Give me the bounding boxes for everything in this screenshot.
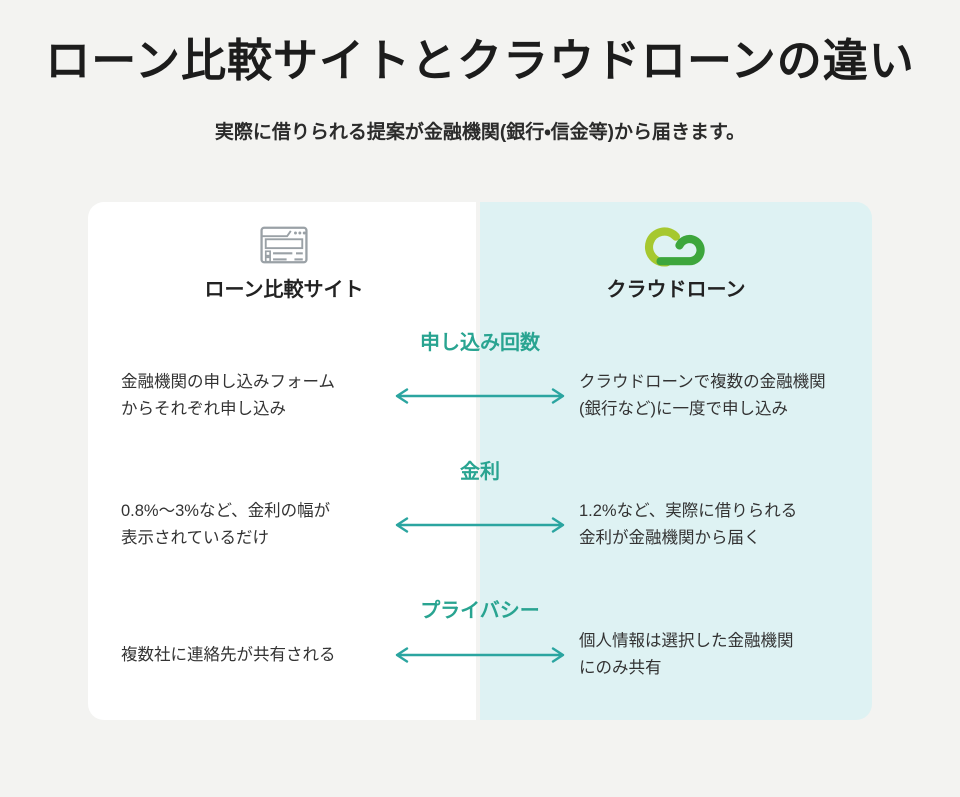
section-application-count: 申し込み回数 金融機関の申し込みフォーム からそれぞれ申し込み クラウドローンで… xyxy=(88,330,872,423)
right-cell: クラウドローンで複数の金融機関 (銀行など)に一度で申し込み xyxy=(579,373,826,419)
right-column-label: クラウドローン xyxy=(606,279,746,302)
double-arrow-icon xyxy=(385,516,575,534)
section-heading: プライバシー xyxy=(420,600,540,623)
left-cell: 金融機関の申し込みフォーム からそれぞれ申し込み xyxy=(121,373,336,419)
page-title: ローン比較サイトとクラウドローンの違い xyxy=(45,35,915,86)
comparison-content: ローン比較サイト クラウドローン 申し込み回数 金融機関の申し込みフォーム から… xyxy=(88,202,872,682)
right-cell: 1.2%など、実際に借りられる 金利が金融機関から届く xyxy=(579,502,798,548)
section-row: 0.8%〜3%など、金利の幅が 表示されているだけ 1.2%など、実際に借りられ… xyxy=(88,498,872,552)
left-cell: 0.8%〜3%など、金利の幅が 表示されているだけ xyxy=(121,502,331,548)
right-panel-background xyxy=(480,202,872,721)
column-headers: ローン比較サイト クラウドローン xyxy=(88,222,872,304)
section-heading: 申し込み回数 xyxy=(420,332,540,355)
column-header-crowdloan: クラウドローン xyxy=(480,222,872,304)
browser-window-icon xyxy=(260,222,308,268)
left-cell: 複数社に連絡先が共有される xyxy=(121,645,336,664)
section-interest-rate: 金利 0.8%〜3%など、金利の幅が 表示されているだけ 1.2%など、実際に借… xyxy=(88,459,872,552)
section-row: 複数社に連絡先が共有される 個人情報は選択した金融機関 にのみ共有 xyxy=(88,628,872,682)
section-row: 金融機関の申し込みフォーム からそれぞれ申し込み クラウドローンで複数の金融機関… xyxy=(88,369,872,423)
left-panel-background xyxy=(88,202,476,721)
right-cell: 個人情報は選択した金融機関 にのみ共有 xyxy=(579,632,794,678)
double-arrow-icon xyxy=(385,387,575,405)
comparison-card: ローン比較サイト クラウドローン 申し込み回数 金融機関の申し込みフォーム から… xyxy=(88,202,872,721)
left-column-label: ローン比較サイト xyxy=(204,279,364,302)
page-subtitle: 実際に借りられる提案が金融機関(銀行・信金等)から届きます。 xyxy=(214,122,746,143)
section-privacy: プライバシー 複数社に連絡先が共有される 個人情報は選択した金融機関 にのみ共有 xyxy=(88,598,872,682)
column-header-loan-comparison-site: ローン比較サイト xyxy=(88,222,480,304)
double-arrow-icon xyxy=(385,646,575,664)
section-heading: 金利 xyxy=(460,461,500,484)
cloud-logo-icon xyxy=(638,222,714,268)
